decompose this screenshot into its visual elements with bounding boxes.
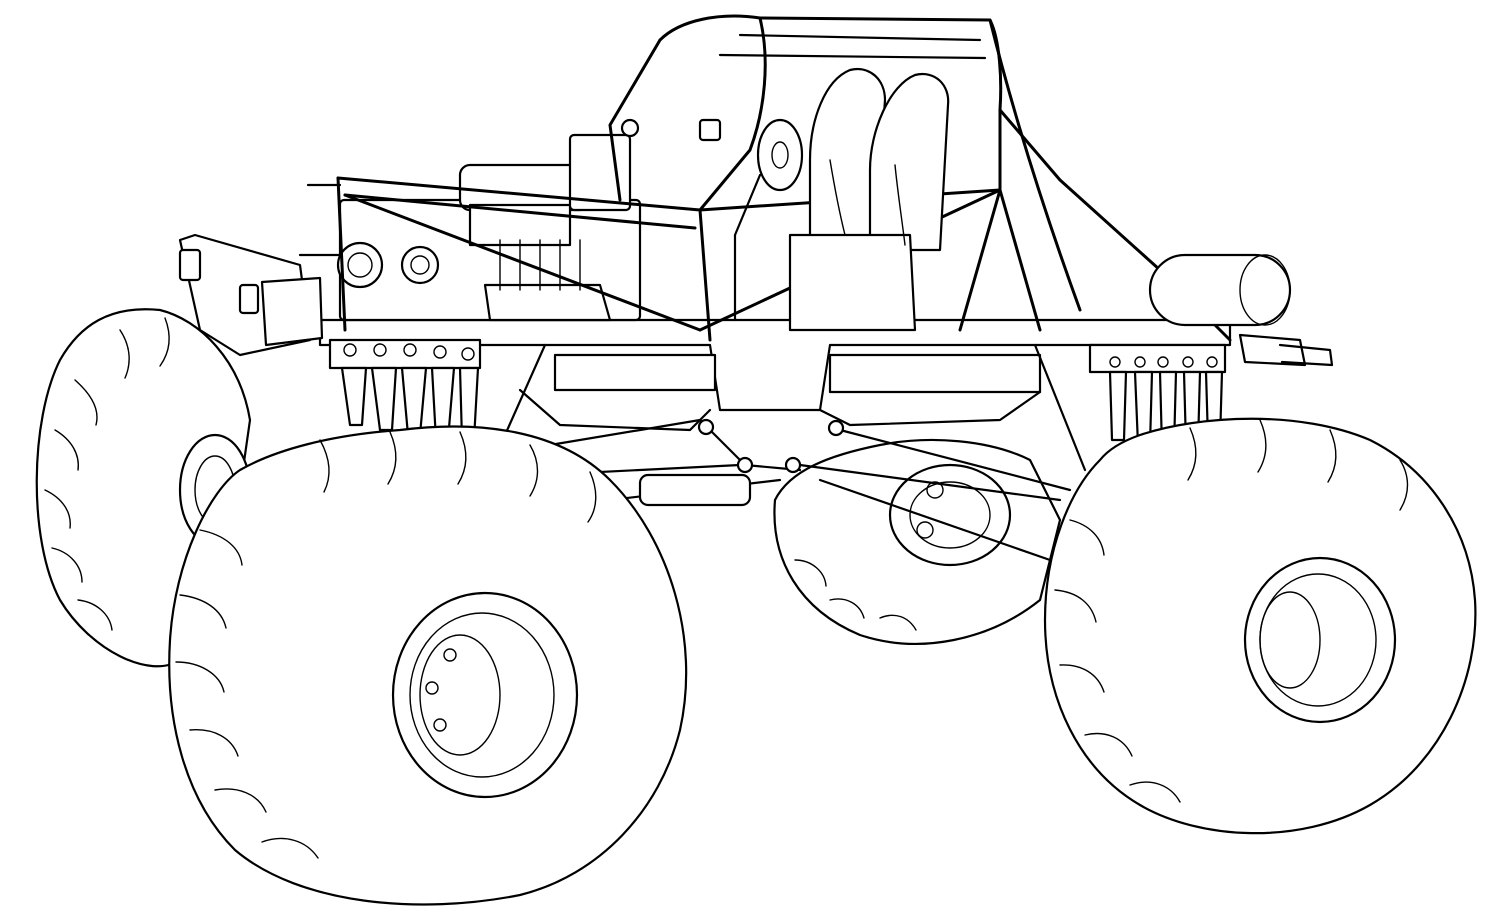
steering-wheel [733, 118, 804, 322]
front-shock-bolts [343, 343, 475, 361]
front-shocks [340, 366, 480, 442]
fuel-tank [1148, 253, 1307, 367]
chassis-frame [318, 318, 1232, 432]
seats [788, 67, 950, 332]
roll-cage [336, 14, 1232, 342]
rear-right-tire [773, 438, 1062, 645]
rear-shock-bolts [1109, 356, 1218, 368]
engine [336, 118, 722, 322]
front-bumper-panel [178, 233, 324, 357]
exhaust-pipes [298, 183, 1334, 367]
front-right-tire [1043, 417, 1477, 835]
front-left-tire [168, 425, 688, 906]
suspension-links [503, 343, 1087, 562]
